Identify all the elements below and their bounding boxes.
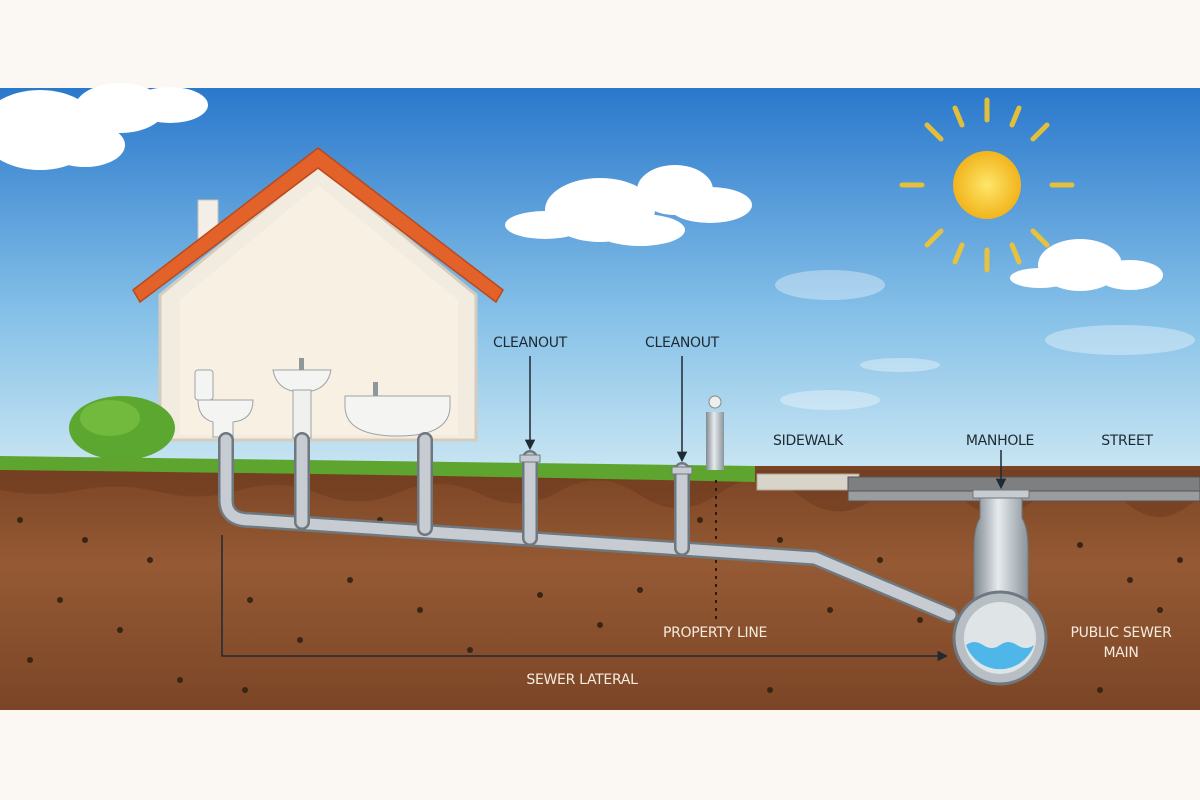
cloud [505, 165, 752, 246]
cleanout-cap [519, 454, 541, 463]
roof [132, 147, 504, 304]
sewer-pipes [218, 432, 958, 623]
sun-icon [899, 97, 1075, 273]
cleanout-label: CLEANOUT [493, 335, 568, 351]
clouds [0, 83, 1195, 410]
toilet-icon [194, 369, 254, 438]
public-sewer-main-label: MAIN [1103, 645, 1138, 661]
grass [0, 456, 755, 482]
bathtub-icon [344, 382, 451, 437]
cleanout-label: CLEANOUT [645, 335, 720, 351]
street-label: STREET [1101, 433, 1153, 449]
bush [69, 396, 175, 460]
sidewalk-label: SIDEWALK [773, 433, 844, 449]
sidewalk [756, 473, 860, 491]
post [706, 395, 724, 470]
cloud [0, 83, 208, 170]
cloud [1010, 239, 1163, 291]
manhole-label: MANHOLE [966, 433, 1034, 449]
manhole [972, 489, 1030, 604]
property-line-label: PROPERTY LINE [663, 625, 767, 641]
soil-pebbles [17, 517, 1183, 693]
sink-icon [272, 358, 332, 439]
cleanout-cap [671, 466, 693, 475]
sewer-lateral-label: SEWER LATERAL [526, 672, 638, 688]
public-sewer-main [952, 590, 1048, 686]
street [847, 476, 1200, 492]
public-sewer-main-label: PUBLIC SEWER [1071, 625, 1173, 641]
label-arrows [221, 356, 1007, 662]
house [132, 147, 504, 442]
